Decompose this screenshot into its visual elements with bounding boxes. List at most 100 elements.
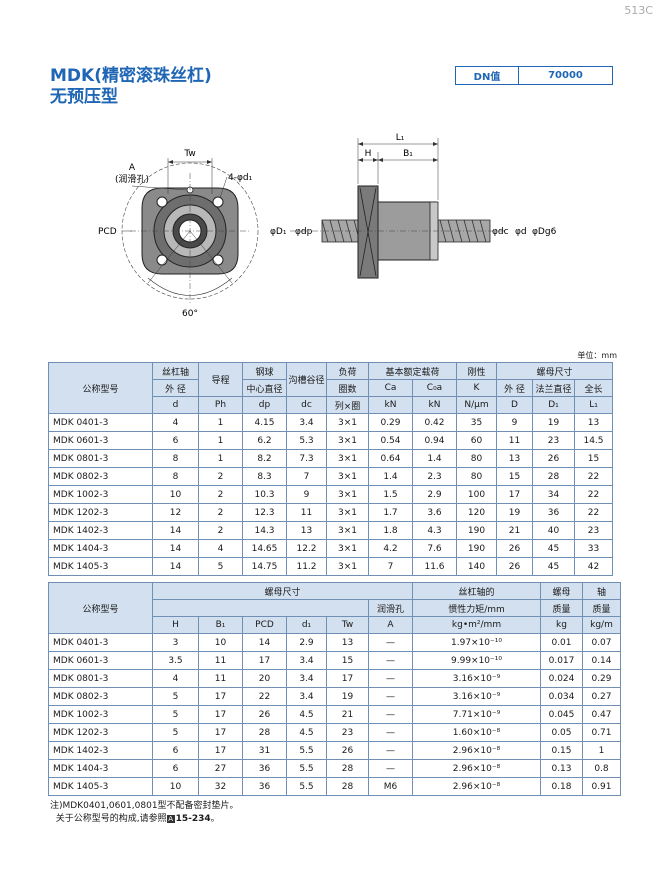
- value-cell: 3.4: [286, 413, 327, 432]
- col-k: K: [456, 379, 497, 397]
- model-cell: MDK 0802-3: [48, 467, 153, 486]
- value-cell: 3×1: [326, 503, 369, 522]
- value-cell: 4.5: [286, 705, 327, 724]
- model-cell: MDK 0601-3: [48, 651, 153, 670]
- value-cell: 10: [152, 777, 199, 796]
- unit2-b1: B₁: [198, 616, 243, 634]
- col-rigidity: 刚性: [456, 362, 497, 380]
- value-cell: 4: [152, 669, 199, 688]
- value-cell: 1.4: [412, 449, 457, 468]
- value-cell: 14.65: [242, 539, 287, 558]
- l1-label: L₁: [396, 133, 405, 143]
- value-cell: 6: [152, 759, 199, 778]
- value-cell: 0.71: [582, 723, 621, 742]
- value-cell: 21: [496, 521, 533, 540]
- value-cell: 5.5: [286, 759, 327, 778]
- unit2-pcd: PCD: [242, 616, 287, 634]
- value-cell: 2.9: [412, 485, 457, 504]
- value-cell: 4: [198, 539, 243, 558]
- value-cell: 27: [198, 759, 243, 778]
- value-cell: 3×1: [326, 449, 369, 468]
- value-cell: 28: [326, 759, 369, 778]
- model-cell: MDK 0401-3: [48, 413, 153, 432]
- value-cell: 4.15: [242, 413, 287, 432]
- tw-label: Tw: [183, 149, 195, 159]
- value-cell: 26: [242, 705, 287, 724]
- value-cell: 32: [198, 777, 243, 796]
- col2-shaft-mass: 轴: [582, 582, 621, 600]
- value-cell: 0.18: [540, 777, 583, 796]
- value-cell: 0.14: [582, 651, 621, 670]
- value-cell: 26: [496, 557, 533, 576]
- model-cell: MDK 1405-3: [48, 777, 153, 796]
- value-cell: 3.4: [286, 687, 327, 706]
- value-cell: 3×1: [326, 557, 369, 576]
- unit-c0a: kN: [412, 396, 457, 414]
- value-cell: 13: [496, 449, 533, 468]
- value-cell: 36: [242, 759, 287, 778]
- unit-k: N/μm: [456, 396, 497, 414]
- col2-inertia-unit: 惯性力矩/mm: [412, 599, 541, 617]
- col2-blank: [152, 599, 369, 617]
- value-cell: 1.8: [368, 521, 413, 540]
- value-cell: 0.42: [412, 413, 457, 432]
- value-cell: 3×1: [326, 539, 369, 558]
- col-rated-load: 基本额定载荷: [368, 362, 457, 380]
- col-ca: Ca: [368, 379, 413, 397]
- value-cell: 5: [152, 705, 199, 724]
- value-cell: 20: [242, 669, 287, 688]
- value-cell: 0.29: [368, 413, 413, 432]
- value-cell: 60: [456, 431, 497, 450]
- unit-dp: dp: [242, 396, 287, 414]
- unit2-kgm: kg/m: [582, 616, 621, 634]
- unit-label: 单位：mm: [577, 351, 617, 360]
- value-cell: 2.96×10⁻⁸: [412, 759, 541, 778]
- value-cell: 23: [326, 723, 369, 742]
- value-cell: 17: [198, 687, 243, 706]
- value-cell: 6: [152, 431, 199, 450]
- value-cell: 3.4: [286, 669, 327, 688]
- unit2-inertia: kg•m²/mm: [412, 616, 541, 634]
- model-cell: MDK 1002-3: [48, 705, 153, 724]
- model-cell: MDK 1202-3: [48, 723, 153, 742]
- value-cell: 7.6: [412, 539, 457, 558]
- value-cell: 26: [496, 539, 533, 558]
- value-cell: 12: [152, 503, 199, 522]
- value-cell: 3×1: [326, 521, 369, 540]
- value-cell: 13: [286, 521, 327, 540]
- value-cell: 36: [242, 777, 287, 796]
- col-ball: 钢球: [242, 362, 287, 380]
- col2-lube: 润滑孔: [368, 599, 413, 617]
- value-cell: 19: [532, 413, 575, 432]
- value-cell: 19: [496, 503, 533, 522]
- value-cell: 15: [496, 467, 533, 486]
- catalog-ref-link[interactable]: 15-234: [175, 814, 211, 824]
- model-cell: MDK 0801-3: [48, 449, 153, 468]
- value-cell: 0.8: [582, 759, 621, 778]
- unit2-a: A: [368, 616, 413, 634]
- value-cell: 4.3: [412, 521, 457, 540]
- dp-label: φdp: [295, 227, 313, 237]
- model-cell: MDK 1402-3: [48, 521, 153, 540]
- dn-label: DN值: [456, 67, 519, 84]
- value-cell: 0.27: [582, 687, 621, 706]
- pcd-label: PCD: [98, 227, 117, 237]
- value-cell: 5.5: [286, 777, 327, 796]
- ball-screw-drawing: Tw A (润滑孔) 4-φd₁ PCD 60°: [98, 133, 557, 318]
- value-cell: 9.99×10⁻¹⁰: [412, 651, 541, 670]
- value-cell: 1: [582, 741, 621, 760]
- col-total-length: 全长: [574, 379, 613, 397]
- value-cell: 0.017: [540, 651, 583, 670]
- d1-label: φD₁: [270, 227, 287, 237]
- value-cell: 11: [496, 431, 533, 450]
- value-cell: 3: [152, 633, 199, 652]
- value-cell: 6: [152, 741, 199, 760]
